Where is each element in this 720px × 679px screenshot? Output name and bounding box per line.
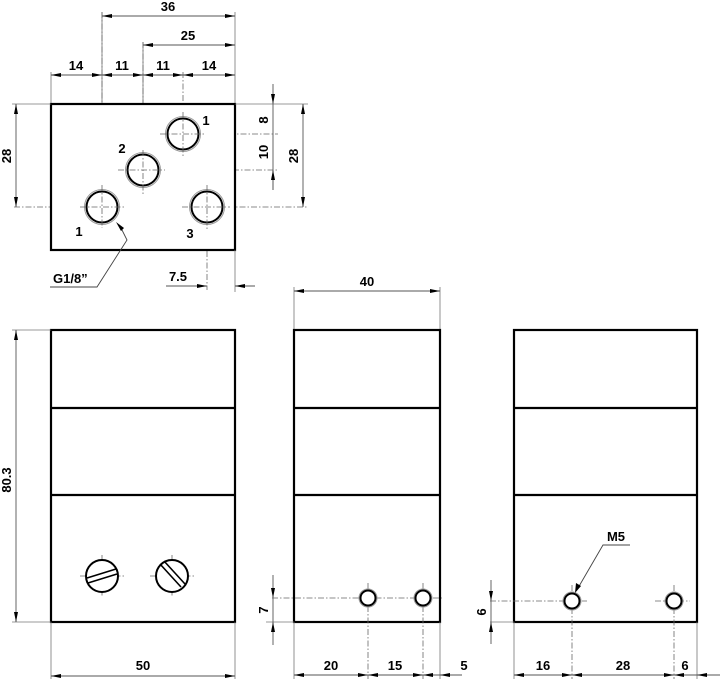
dim-11-b: 11 [156,58,170,73]
dim-28-right: 28 [286,149,301,163]
dim-80-3: 80.3 [0,467,14,492]
dim-16: 16 [536,658,550,673]
port-1-bottom [84,189,120,225]
side-left-hole-2 [413,588,433,608]
side-view-left: 40 7 20 15 5 [256,274,468,679]
dim-50: 50 [136,658,150,673]
dim-7: 7 [256,606,271,613]
port-label-3: 3 [186,226,193,241]
side-view-right: M5 6 16 28 6 [474,328,720,679]
dim-6-vertical: 6 [474,608,489,615]
dim-6-bottom: 6 [681,658,688,673]
side-view-left-body [292,328,442,624]
port-label-1-top: 1 [202,113,209,128]
port-label-2: 2 [118,141,125,156]
side-left-hole-1 [358,588,378,608]
slotted-screw-right [150,555,194,597]
side-view-right-body [512,328,699,624]
front-view-body [49,328,237,624]
dim-7-5: 7.5 [169,269,187,284]
dim-25: 25 [181,28,195,43]
front-view: 80.3 50 [0,328,237,679]
dim-15: 15 [388,658,402,673]
thread-callout-g18: G1/8” [53,271,88,286]
dim-8: 8 [256,116,271,123]
port-label-1-bottom: 1 [75,224,82,239]
side-right-hole-2 [664,591,684,611]
dim-11-a: 11 [115,58,129,73]
dim-20: 20 [324,658,338,673]
dim-10: 10 [256,145,271,159]
dim-14-left: 14 [69,58,84,73]
dim-40: 40 [360,274,374,289]
dim-28-left: 28 [0,149,14,163]
top-view: 36 25 14 11 11 14 28 8 10 28 [0,0,308,292]
dim-5: 5 [460,658,467,673]
dim-14-right: 14 [202,58,217,73]
dim-36: 36 [161,0,175,14]
dim-28-bottom: 28 [616,658,630,673]
thread-callout-m5: M5 [607,529,625,544]
slotted-screw-left [80,555,124,597]
side-right-hole-1 [562,591,582,611]
